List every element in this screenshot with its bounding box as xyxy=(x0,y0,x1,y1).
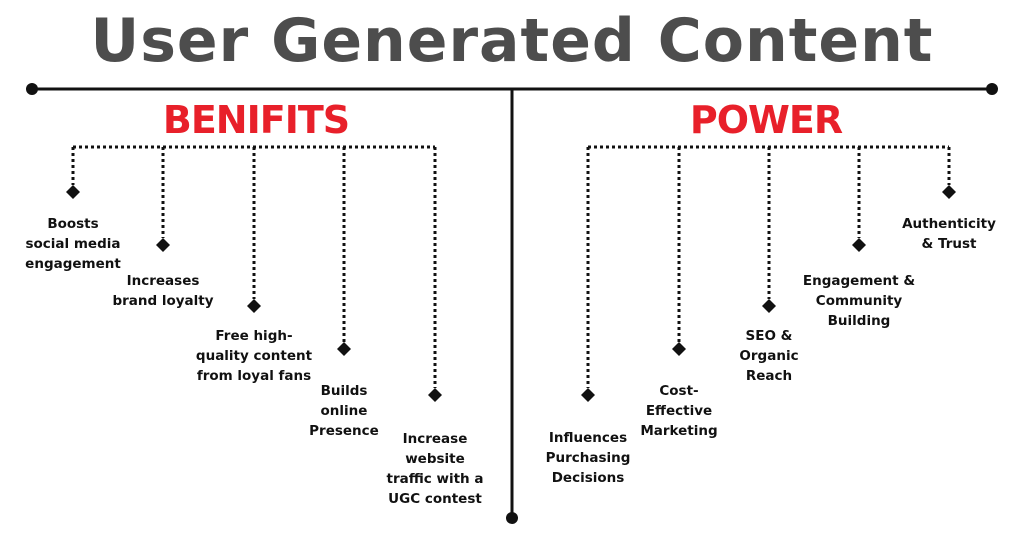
benefits-diamond-marker-3 xyxy=(247,299,261,313)
label-line: UGC contest xyxy=(388,491,482,507)
benefits-heading: BENIFITS xyxy=(162,98,350,142)
power-diamond-marker-1 xyxy=(581,388,595,402)
label-line: Purchasing xyxy=(545,450,631,466)
label-line: quality content xyxy=(195,348,313,364)
power-diamond-marker-4 xyxy=(852,238,866,252)
line-end-dot-right xyxy=(986,83,998,95)
label-line: social media xyxy=(25,236,121,252)
power-item-label-5: Authenticity & Trust xyxy=(874,214,1024,254)
label-line: Authenticity xyxy=(902,216,996,232)
label-line: Decisions xyxy=(551,470,625,486)
label-line: Influences xyxy=(548,430,628,446)
label-line: from loyal fans xyxy=(196,368,312,384)
label-line: SEO & xyxy=(745,328,793,344)
benefits-diamond-marker-1 xyxy=(66,185,80,199)
label-line: Marketing xyxy=(640,423,718,439)
label-line: Builds xyxy=(320,383,368,399)
benefits-item-label-5: Increase website traffic with a UGC contest xyxy=(360,429,510,509)
label-line: Community xyxy=(815,293,903,309)
label-line: Engagement & xyxy=(802,273,916,289)
label-line: Cost- xyxy=(659,383,699,399)
label-line: online xyxy=(320,403,368,419)
benefits-item-label-1: Boosts social media engagement xyxy=(0,214,148,274)
label-line: engagement xyxy=(25,256,121,272)
label-line: website xyxy=(405,451,465,467)
label-line: Effective xyxy=(645,403,713,419)
label-line: Building xyxy=(827,313,891,329)
label-line: Reach xyxy=(745,368,793,384)
benefits-item-label-2: Increases brand loyalty xyxy=(88,271,238,311)
page-title: User Generated Content xyxy=(90,6,934,76)
benefits-diamond-marker-4 xyxy=(337,342,351,356)
benefits-item-label-3: Free high-quality content from loyal fans xyxy=(179,326,329,386)
label-line: & Trust xyxy=(921,236,977,252)
power-diamond-marker-2 xyxy=(672,342,686,356)
power-heading: POWER xyxy=(689,98,843,142)
label-line: brand loyalty xyxy=(112,293,214,309)
power-diamond-marker-3 xyxy=(762,299,776,313)
label-line: Organic xyxy=(739,348,799,364)
line-end-dot-left xyxy=(26,83,38,95)
label-line: Increases xyxy=(126,273,200,289)
label-line: Increase xyxy=(402,431,468,447)
power-diamond-marker-5 xyxy=(942,185,956,199)
benefits-diamond-marker-2 xyxy=(156,238,170,252)
label-line: traffic with a xyxy=(386,471,484,487)
label-line: Presence xyxy=(309,423,379,439)
label-line: Boosts xyxy=(47,216,99,232)
benefits-diamond-marker-5 xyxy=(428,388,442,402)
label-line: Free high- xyxy=(215,328,293,344)
divider-end-dot xyxy=(506,512,518,524)
